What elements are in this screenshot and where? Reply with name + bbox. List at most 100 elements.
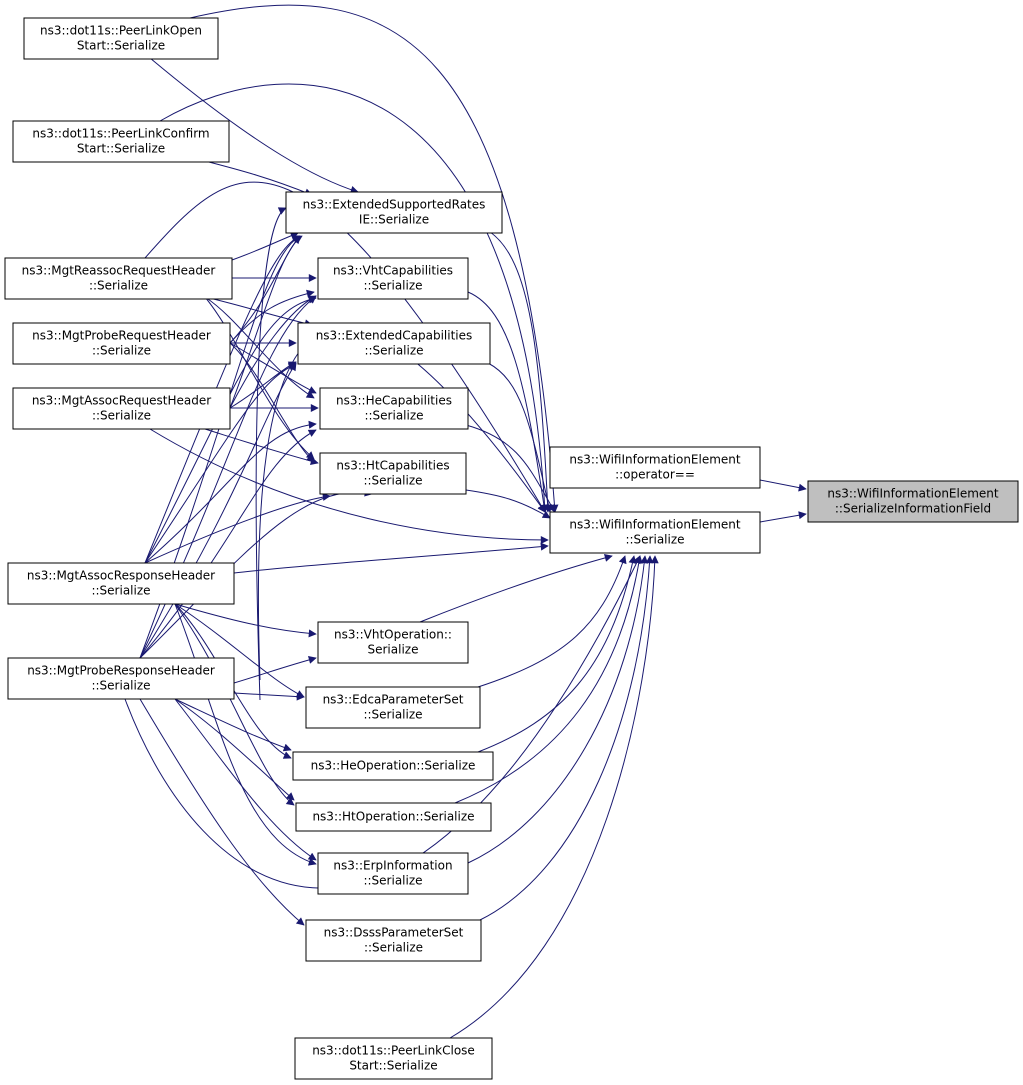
call-edge	[174, 603, 317, 866]
node-box	[319, 387, 469, 430]
call-edge	[174, 603, 317, 638]
call-edge	[477, 555, 627, 688]
call-edge	[231, 231, 299, 261]
call-edge	[255, 207, 287, 701]
node-label-line: ns3::MgtAssocResponseHeader	[27, 569, 215, 583]
node-label-line: ns3::dot11s::PeerLinkConfirm	[32, 127, 209, 141]
node-label-line: ns3::WifiInformationElement	[569, 518, 741, 532]
graph-node-extcap[interactable]: ns3::ExtendedCapabilities::Serialize	[297, 322, 491, 365]
node-label-line: ns3::MgtProbeResponseHeader	[27, 664, 215, 678]
call-edge	[229, 295, 317, 409]
node-label-line: ::Serialize	[625, 533, 684, 547]
node-label-line: ::Serialize	[364, 941, 423, 955]
call-edge	[487, 362, 553, 513]
node-label-line: ns3::VhtOperation::	[334, 628, 452, 642]
graph-node-peerlinkconfirm[interactable]: ns3::dot11s::PeerLinkConfirmStart::Seria…	[12, 120, 230, 163]
call-edge	[489, 231, 552, 513]
call-edge	[139, 429, 317, 659]
node-label-line: ns3::HeOperation::Serialize	[311, 759, 476, 773]
node-box	[12, 120, 230, 163]
graph-node-dsss[interactable]: ns3::DsssParameterSet::Serialize	[305, 919, 482, 962]
node-label-line: ns3::HeCapabilities	[336, 394, 452, 408]
call-edge	[229, 289, 315, 344]
node-label-line: ::Serialize	[364, 344, 423, 358]
graph-node-assocreq[interactable]: ns3::MgtAssocRequestHeader::Serialize	[12, 387, 231, 430]
node-box	[305, 686, 481, 729]
node-label-line: ns3::MgtReassocRequestHeader	[22, 264, 216, 278]
call-edge	[189, 4, 559, 513]
graph-node-vhtcap[interactable]: ns3::VhtCapabilities::Serialize	[317, 257, 469, 300]
graph-node-vhtop[interactable]: ns3::VhtOperation::Serialize	[317, 621, 469, 664]
graph-node-htop[interactable]: ns3::HtOperation::Serialize	[295, 802, 492, 832]
node-box	[294, 1037, 493, 1080]
call-edge	[479, 555, 654, 921]
graph-node-erp[interactable]: ns3::ErpInformation::Serialize	[317, 852, 469, 895]
node-label-line: ns3::HtOperation::Serialize	[312, 810, 474, 824]
node-box	[295, 802, 492, 832]
node-box	[292, 751, 494, 781]
call-edge	[229, 342, 317, 394]
graph-node-reassocreq[interactable]: ns3::MgtReassocRequestHeader::Serialize	[4, 257, 233, 300]
node-box	[7, 657, 235, 700]
node-label-line: Start::Serialize	[349, 1059, 437, 1073]
node-label-line: ::Serialize	[91, 679, 150, 693]
node-label-line: ::Serialize	[363, 708, 422, 722]
graph-node-wie-serinfo[interactable]: ns3::WifiInformationElement::SerializeIn…	[807, 480, 1019, 523]
node-box	[297, 322, 491, 365]
graph-node-assocresp[interactable]: ns3::MgtAssocResponseHeader::Serialize	[7, 562, 235, 605]
call-edge	[229, 235, 301, 344]
node-box	[12, 387, 231, 430]
node-label-line: ::operator==	[615, 468, 695, 482]
node-label-line: ns3::EdcaParameterSet	[323, 693, 464, 707]
call-edge	[144, 295, 317, 564]
node-label-line: ns3::ExtendedSupportedRates	[303, 198, 486, 212]
call-edge	[204, 160, 313, 197]
node-label-line: ::SerializeInformationField	[835, 502, 991, 516]
node-box	[305, 919, 482, 962]
node-box	[319, 452, 467, 495]
call-edge	[759, 511, 807, 523]
graph-node-peerlinkopen[interactable]: ns3::dot11s::PeerLinkOpenStart::Serializ…	[23, 17, 219, 60]
node-label-line: ::Serialize	[89, 279, 148, 293]
call-edge	[174, 603, 295, 806]
graph-node-hecap[interactable]: ns3::HeCapabilities::Serialize	[319, 387, 469, 430]
call-edge	[467, 291, 548, 513]
node-label-line: ns3::WifiInformationElement	[569, 453, 741, 467]
node-box	[7, 562, 235, 605]
graph-node-heop[interactable]: ns3::HeOperation::Serialize	[292, 751, 494, 781]
node-label-line: ns3::WifiInformationElement	[827, 487, 999, 501]
node-box	[317, 621, 469, 664]
node-box	[285, 191, 503, 234]
call-edge	[149, 428, 549, 544]
call-edge	[467, 555, 649, 864]
call-edge	[144, 363, 297, 564]
call-edge	[233, 692, 305, 701]
graph-node-peerlinkclose[interactable]: ns3::dot11s::PeerLinkCloseStart::Seriali…	[294, 1037, 493, 1080]
node-label-line: ns3::DsssParameterSet	[324, 926, 464, 940]
graph-node-htcap[interactable]: ns3::HtCapabilities::Serialize	[319, 452, 467, 495]
call-edge	[454, 555, 643, 804]
graph-node-edca[interactable]: ns3::EdcaParameterSet::Serialize	[305, 686, 481, 729]
node-label-line: ns3::ExtendedCapabilities	[316, 329, 473, 343]
call-edge	[204, 296, 315, 399]
graph-node-wie-ser[interactable]: ns3::WifiInformationElement::Serialize	[549, 511, 761, 554]
graph-node-proberesp[interactable]: ns3::MgtProbeResponseHeader::Serialize	[7, 657, 235, 700]
call-edge	[449, 555, 659, 1039]
node-label-line: IE::Serialize	[359, 213, 429, 227]
node-label-line: Start::Serialize	[77, 39, 165, 53]
call-edge	[233, 656, 317, 684]
call-edge	[174, 698, 317, 861]
call-edge	[759, 479, 807, 492]
call-edge	[139, 698, 305, 926]
node-label-line: ns3::HtCapabilities	[336, 459, 449, 473]
node-label-line: ns3::ErpInformation	[333, 859, 452, 873]
call-edge	[229, 342, 315, 463]
node-label-line: ::Serialize	[363, 474, 422, 488]
call-edge	[159, 83, 549, 513]
node-label-line: ns3::MgtProbeRequestHeader	[32, 329, 211, 343]
graph-node-probereq[interactable]: ns3::MgtProbeRequestHeader::Serialize	[12, 322, 231, 365]
node-box	[807, 480, 1019, 523]
graph-node-wie-op[interactable]: ns3::WifiInformationElement::operator==	[549, 446, 761, 489]
call-edge	[144, 492, 331, 564]
